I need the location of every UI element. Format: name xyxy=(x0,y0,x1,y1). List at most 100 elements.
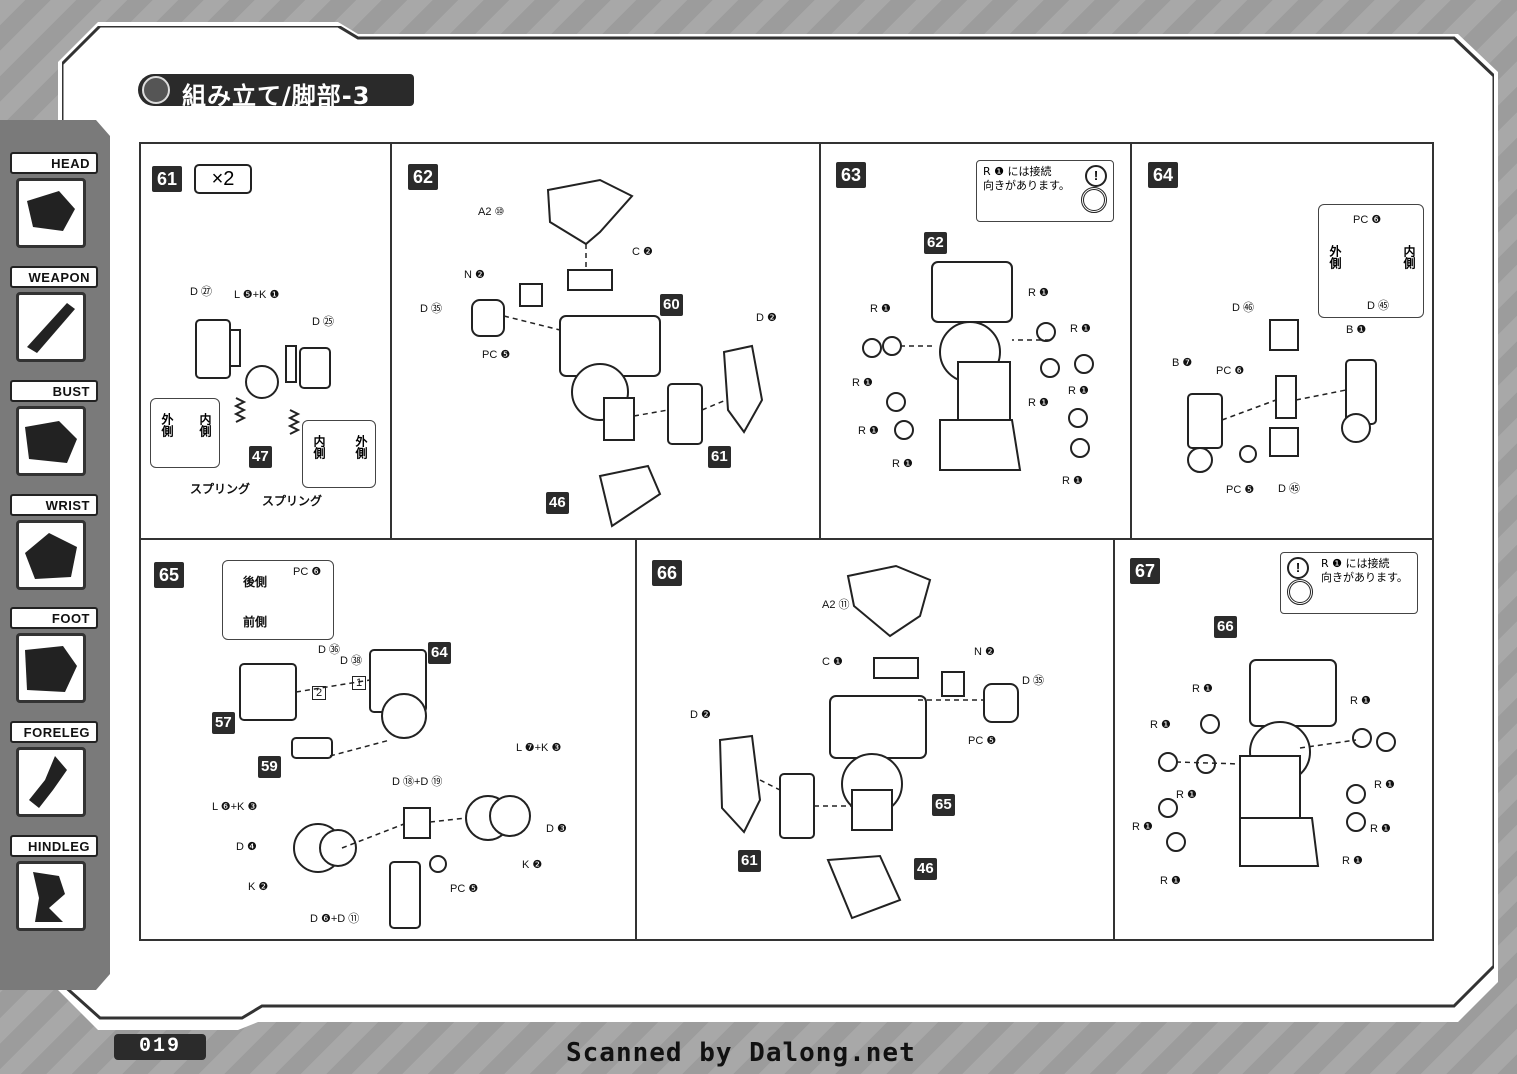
part-label: R ❶ xyxy=(1070,323,1091,335)
gear-icon xyxy=(142,76,170,104)
step-65-number: 65 xyxy=(154,562,184,588)
part-label: D ㊳ xyxy=(340,655,362,667)
part-label: PC ❺ xyxy=(450,883,479,895)
part-label: PC ❻ xyxy=(1353,214,1382,226)
tab-label: WEAPON xyxy=(10,266,98,288)
foot-thumbnail xyxy=(16,633,86,703)
orientation-inset: 内側 外側 xyxy=(302,420,376,488)
part-label: K ❷ xyxy=(248,881,269,893)
part-label: R ❶ xyxy=(1342,855,1363,867)
part-label: R ❶ xyxy=(870,303,891,315)
part-label: L ❺+K ❶ xyxy=(234,289,280,301)
step-62-number: 62 xyxy=(408,164,438,190)
part-label: R ❶ xyxy=(858,425,879,437)
part-label: K ❷ xyxy=(522,859,543,871)
part-label: R ❶ xyxy=(1160,875,1181,887)
part-label: R ❶ xyxy=(1150,719,1171,731)
order-label: 2 xyxy=(312,686,327,700)
part-label: R ❶ xyxy=(1176,789,1197,801)
scan-credit: Scanned by Dalong.net xyxy=(566,1038,916,1068)
grid-divider xyxy=(390,142,392,538)
spring-label: スプリング xyxy=(262,494,323,508)
part-label: R ❶ xyxy=(892,458,913,470)
part-label: PC ❺ xyxy=(482,349,511,361)
part-label: R ❶ xyxy=(852,377,873,389)
orientation-inset: 後側 PC ❻ 前側 xyxy=(222,560,334,640)
tab-label: FORELEG xyxy=(10,721,98,743)
part-label: D ❷ xyxy=(690,709,711,721)
tab-label: WRIST xyxy=(10,494,98,516)
part-label: R ❶ xyxy=(1062,475,1083,487)
step-61-number: 61 xyxy=(152,166,182,192)
ring-icon xyxy=(1081,187,1107,213)
tab-weapon[interactable]: WEAPON xyxy=(10,266,98,362)
part-label: R ❶ xyxy=(1028,397,1049,409)
part-label: D ㉟ xyxy=(1022,675,1044,687)
part-label: N ❷ xyxy=(464,269,485,281)
grid-top xyxy=(139,142,1433,144)
step-63-number: 63 xyxy=(836,162,866,188)
step-66-sub-61: 61 xyxy=(738,850,761,872)
wrist-thumbnail xyxy=(16,520,86,590)
step-61-sub-47: 47 xyxy=(249,446,272,468)
step-66-sub-46: 46 xyxy=(914,858,937,880)
part-label: R ❶ xyxy=(1370,823,1391,835)
step-67-sub-66: 66 xyxy=(1214,616,1237,638)
ring-icon xyxy=(1287,579,1313,605)
part-label: D ㊻ xyxy=(1232,302,1254,314)
tab-hindleg[interactable]: HINDLEG xyxy=(10,835,98,931)
part-label: D ㊺ xyxy=(1278,483,1300,495)
part-label: D ㉗ xyxy=(190,286,212,298)
grid-divider xyxy=(635,538,637,939)
step-61-multiplier: ×2 xyxy=(194,164,252,194)
part-label: A2 ⑪ xyxy=(822,599,850,611)
part-label: C ❶ xyxy=(822,656,843,668)
grid-divider xyxy=(1113,538,1115,939)
tab-label: HEAD xyxy=(10,152,98,174)
tab-label: FOOT xyxy=(10,607,98,629)
part-label: D ⑱+D ⑲ xyxy=(392,776,443,788)
tab-bust[interactable]: BUST xyxy=(10,380,98,476)
tab-label: HINDLEG xyxy=(10,835,98,857)
part-label: D ❸ xyxy=(546,823,567,835)
part-label: D ㉟ xyxy=(420,303,442,315)
part-label: PC ❺ xyxy=(1226,484,1255,496)
step-66-number: 66 xyxy=(652,560,682,586)
warning-icon: ! xyxy=(1085,165,1107,187)
page-title: 組み立て/脚部-3 xyxy=(182,82,371,110)
part-label: L ❻+K ❸ xyxy=(212,801,258,813)
outer-label: 外側 xyxy=(354,435,368,459)
part-label: N ❷ xyxy=(974,646,995,658)
tab-foot[interactable]: FOOT xyxy=(10,607,98,703)
bust-thumbnail xyxy=(16,406,86,476)
part-label: B ❶ xyxy=(1346,324,1367,336)
step-63-sub-62: 62 xyxy=(924,232,947,254)
tab-head[interactable]: HEAD xyxy=(10,152,98,248)
title-bar xyxy=(138,74,414,106)
warning-icon: ! xyxy=(1287,557,1309,579)
order-label: 1 xyxy=(352,676,367,690)
head-thumbnail xyxy=(16,178,86,248)
orientation-inset: 外側 内側 xyxy=(150,398,220,468)
inner-label: 内側 xyxy=(312,435,326,459)
part-label: D ㊺ xyxy=(1367,300,1389,312)
part-label: R ❶ xyxy=(1068,385,1089,397)
note-text: R ❶ には接続 向きがあります。 xyxy=(983,165,1070,192)
outer-label: 外側 xyxy=(1328,245,1342,269)
step-65-sub-59: 59 xyxy=(258,756,281,778)
part-label: D ❷ xyxy=(756,312,777,324)
part-label: A2 ⑩ xyxy=(478,206,505,218)
orientation-inset: PC ❻ 外側 内側 D ㊺ xyxy=(1318,204,1424,318)
tab-foreleg[interactable]: FORELEG xyxy=(10,721,98,817)
part-label: R ❶ xyxy=(1028,287,1049,299)
connection-note: ! R ❶ には接続 向きがあります。 xyxy=(1280,552,1418,614)
part-label: L ❼+K ❸ xyxy=(516,742,562,754)
tab-label: BUST xyxy=(10,380,98,402)
grid-divider xyxy=(819,142,821,538)
tab-wrist[interactable]: WRIST xyxy=(10,494,98,590)
page-number: 019 xyxy=(114,1034,206,1060)
part-label: D ㉕ xyxy=(312,316,334,328)
part-label: D ㊱ xyxy=(318,644,340,656)
hindleg-thumbnail xyxy=(16,861,86,931)
step-62-sub-60: 60 xyxy=(660,294,683,316)
